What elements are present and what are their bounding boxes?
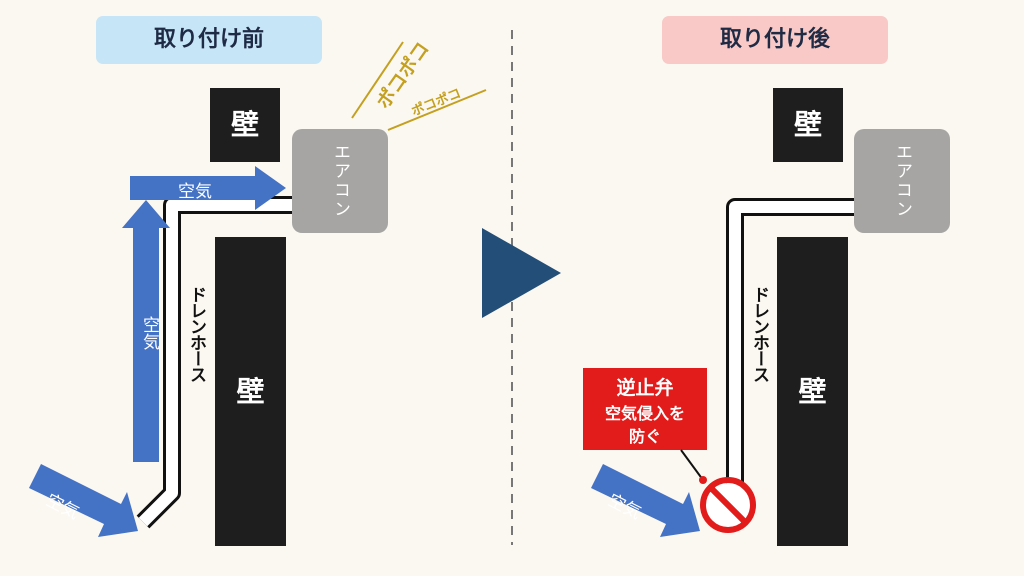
before-air-top-label: 空気 — [178, 182, 212, 202]
after-wall-main — [777, 237, 848, 546]
prohibition-icon-slash — [708, 485, 748, 525]
before-wall-top — [210, 88, 280, 162]
after-air-arrow-bottom — [591, 464, 700, 537]
before-air-vertical-label: 空気 — [139, 316, 159, 350]
before-title: 取り付け前 — [153, 27, 264, 52]
before-wall-top-label: 壁 — [230, 108, 259, 141]
valve-desc-line2: 防ぐ — [628, 427, 661, 446]
before-air-arrow-top — [130, 166, 286, 210]
prohibition-icon — [700, 477, 756, 533]
valve-callout-dot — [699, 476, 707, 484]
before-air-arrow-bottom — [29, 464, 138, 537]
before-title-bg — [96, 16, 322, 64]
before-sound-line-2 — [387, 89, 487, 131]
before-aircon-label: エアコン — [330, 143, 350, 219]
after-wall-top-label: 壁 — [793, 108, 822, 141]
valve-title: 逆止弁 — [616, 377, 674, 399]
before-hose-label: ドレンホース — [186, 286, 206, 382]
before-air-arrow-vertical — [122, 200, 170, 462]
before-drain-hose-fill — [138, 199, 300, 527]
valve-callout-pointer — [680, 449, 704, 481]
before-wall-main-label: 壁 — [236, 375, 265, 408]
before-sound-line-1 — [351, 41, 404, 119]
after-title: 取り付け後 — [719, 27, 830, 52]
before-aircon-unit — [292, 129, 388, 233]
valve-desc-line1: 空気侵入を — [604, 404, 685, 423]
center-arrow-icon — [482, 228, 561, 318]
after-aircon-label: エアコン — [892, 143, 912, 219]
before-wall-main — [215, 237, 286, 546]
after-wall-main-label: 壁 — [798, 375, 827, 408]
after-aircon-unit — [854, 129, 950, 233]
after-hose-label: ドレンホース — [749, 286, 769, 382]
after-title-bg — [662, 16, 888, 64]
valve-callout-box — [583, 368, 707, 450]
after-wall-top — [773, 88, 843, 162]
